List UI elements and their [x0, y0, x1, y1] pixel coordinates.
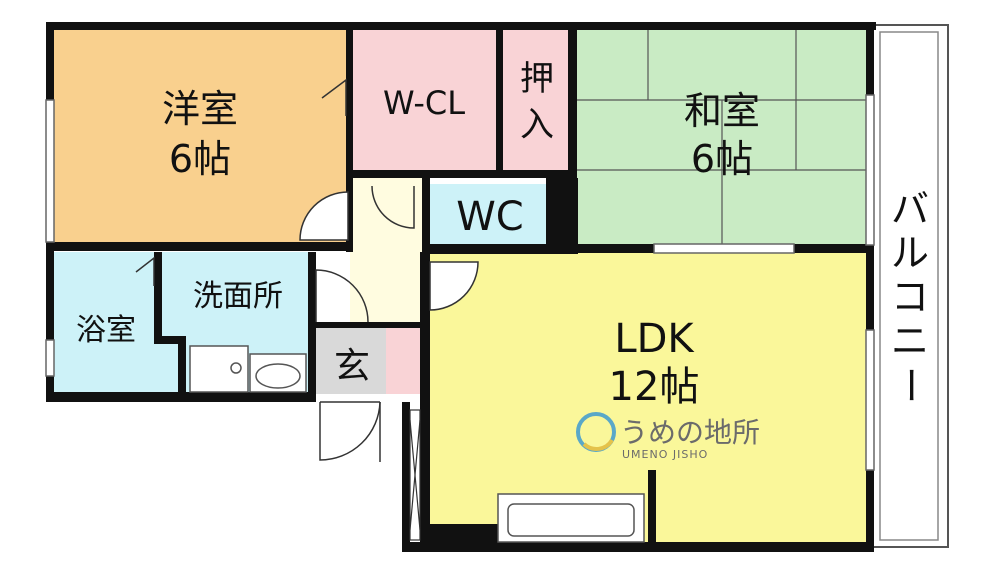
- windows: [45, 94, 875, 471]
- logo-mark-accent: [582, 438, 614, 451]
- toilet-label: WC: [456, 194, 523, 240]
- ldk-name: LDK: [614, 316, 695, 362]
- balcony-label-char: ニ: [891, 319, 929, 363]
- western-room-name: 洋室: [162, 87, 238, 131]
- balcony-label-char: ー: [888, 366, 932, 404]
- balcony-area: [871, 24, 949, 548]
- door-swings: [135, 78, 479, 462]
- toilet-room: [428, 184, 546, 244]
- storage-closet: [503, 30, 571, 172]
- company-logo: うめの地所 UMENO JISHO: [576, 412, 760, 461]
- washroom-label: 洗面所: [193, 279, 283, 314]
- ldk-size: 12帖: [609, 364, 700, 410]
- logo-subtext: UMENO JISHO: [622, 448, 708, 461]
- walk-in-closet-label: W-CL: [383, 84, 465, 122]
- storage-label: 押: [520, 59, 554, 99]
- tatami-lines: [576, 30, 868, 245]
- western-room: [54, 30, 348, 242]
- bathroom-label: 浴室: [76, 313, 136, 348]
- entrance-floor: [316, 328, 386, 394]
- japanese-room-size: 6帖: [691, 137, 753, 181]
- western-room-size: 6帖: [169, 137, 231, 181]
- balcony-label-char: ル: [891, 231, 929, 275]
- japanese-room-name: 和室: [684, 89, 760, 133]
- entrance-step: [386, 328, 420, 394]
- bathroom-lower: [54, 340, 180, 392]
- entrance-label: 玄: [334, 346, 370, 387]
- balcony-label-char: コ: [891, 275, 929, 319]
- sliding-door: [409, 409, 421, 541]
- storage-label-2: 入: [520, 105, 554, 145]
- balcony-rail: [879, 31, 939, 541]
- fixtures: [189, 345, 645, 543]
- hallway: [350, 178, 422, 328]
- walk-in-closet: [352, 30, 498, 172]
- logo-text: うめの地所: [620, 416, 760, 449]
- balcony-label-char: バ: [891, 187, 929, 231]
